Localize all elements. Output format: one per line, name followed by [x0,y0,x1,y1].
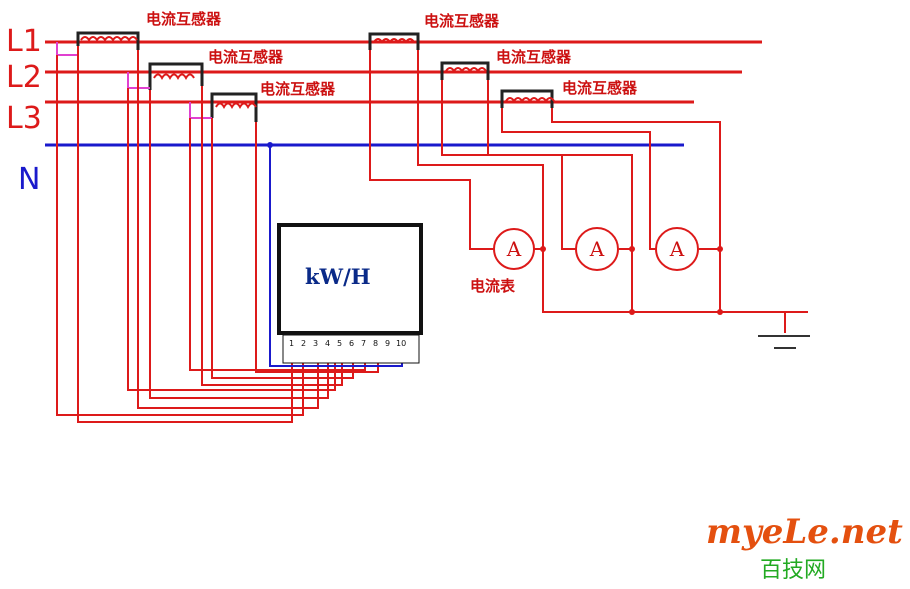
ct-label-6: 电流互感器 [562,79,638,97]
terminal-8: 8 [373,339,378,348]
terminal-7: 7 [361,339,366,348]
ammeter-junction [540,246,546,252]
ammeter-2-symbol: A [589,237,605,261]
neutral-junction [267,142,273,148]
ammeter-junction [717,246,723,252]
watermark-brand: myeLe.net [706,512,903,552]
terminal-9: 9 [385,339,390,348]
ct-label-4: 电流互感器 [424,12,500,30]
kwh-meter-body [277,223,423,335]
ammeter-2: A [575,227,619,271]
ammeter-1: A [493,228,535,270]
ct-label-3: 电流互感器 [260,80,336,98]
ammeter-1-symbol: A [506,237,522,261]
current-transformer-coil [76,31,140,50]
terminal-4: 4 [325,339,330,348]
line-label-l3: L3 [6,101,42,136]
current-transformer-coil [440,61,490,80]
kwh-meter-title: kW/H [305,264,371,289]
meter-wiring [56,46,379,423]
current-transformer-coil [368,32,420,50]
ct-label-2: 电流互感器 [208,48,284,66]
line-label-l2: L2 [6,60,42,95]
terminal-2: 2 [301,339,306,348]
terminal-1: 1 [289,339,294,348]
ct-label-1: 电流互感器 [146,10,222,28]
terminal-block [282,334,420,364]
terminal-6: 6 [349,339,354,348]
ammeter-label: 电流表 [470,277,516,295]
ammeter-3-symbol: A [669,237,685,261]
ground-bus-junction [629,309,635,315]
line-label-n: N [18,162,40,197]
voltage-jumpers [56,42,212,119]
ammeter-junction [629,246,635,252]
watermark-subtitle: 百技网 [760,558,826,583]
terminal-5: 5 [337,339,342,348]
current-transformer-coil [148,62,204,90]
terminal-3: 3 [313,339,318,348]
terminal-10: 10 [396,339,406,348]
ground-symbol-icon [758,335,810,349]
kwh-meter: kW/H 1 2 3 4 5 6 7 8 9 10 [277,223,423,364]
current-transformer-coil [500,89,555,108]
ct-label-5: 电流互感器 [496,48,572,66]
ammeter-3: A [655,227,699,271]
current-transformer-coil [210,92,258,122]
ground-bus-junction [717,309,723,315]
line-label-l1: L1 [6,24,42,59]
